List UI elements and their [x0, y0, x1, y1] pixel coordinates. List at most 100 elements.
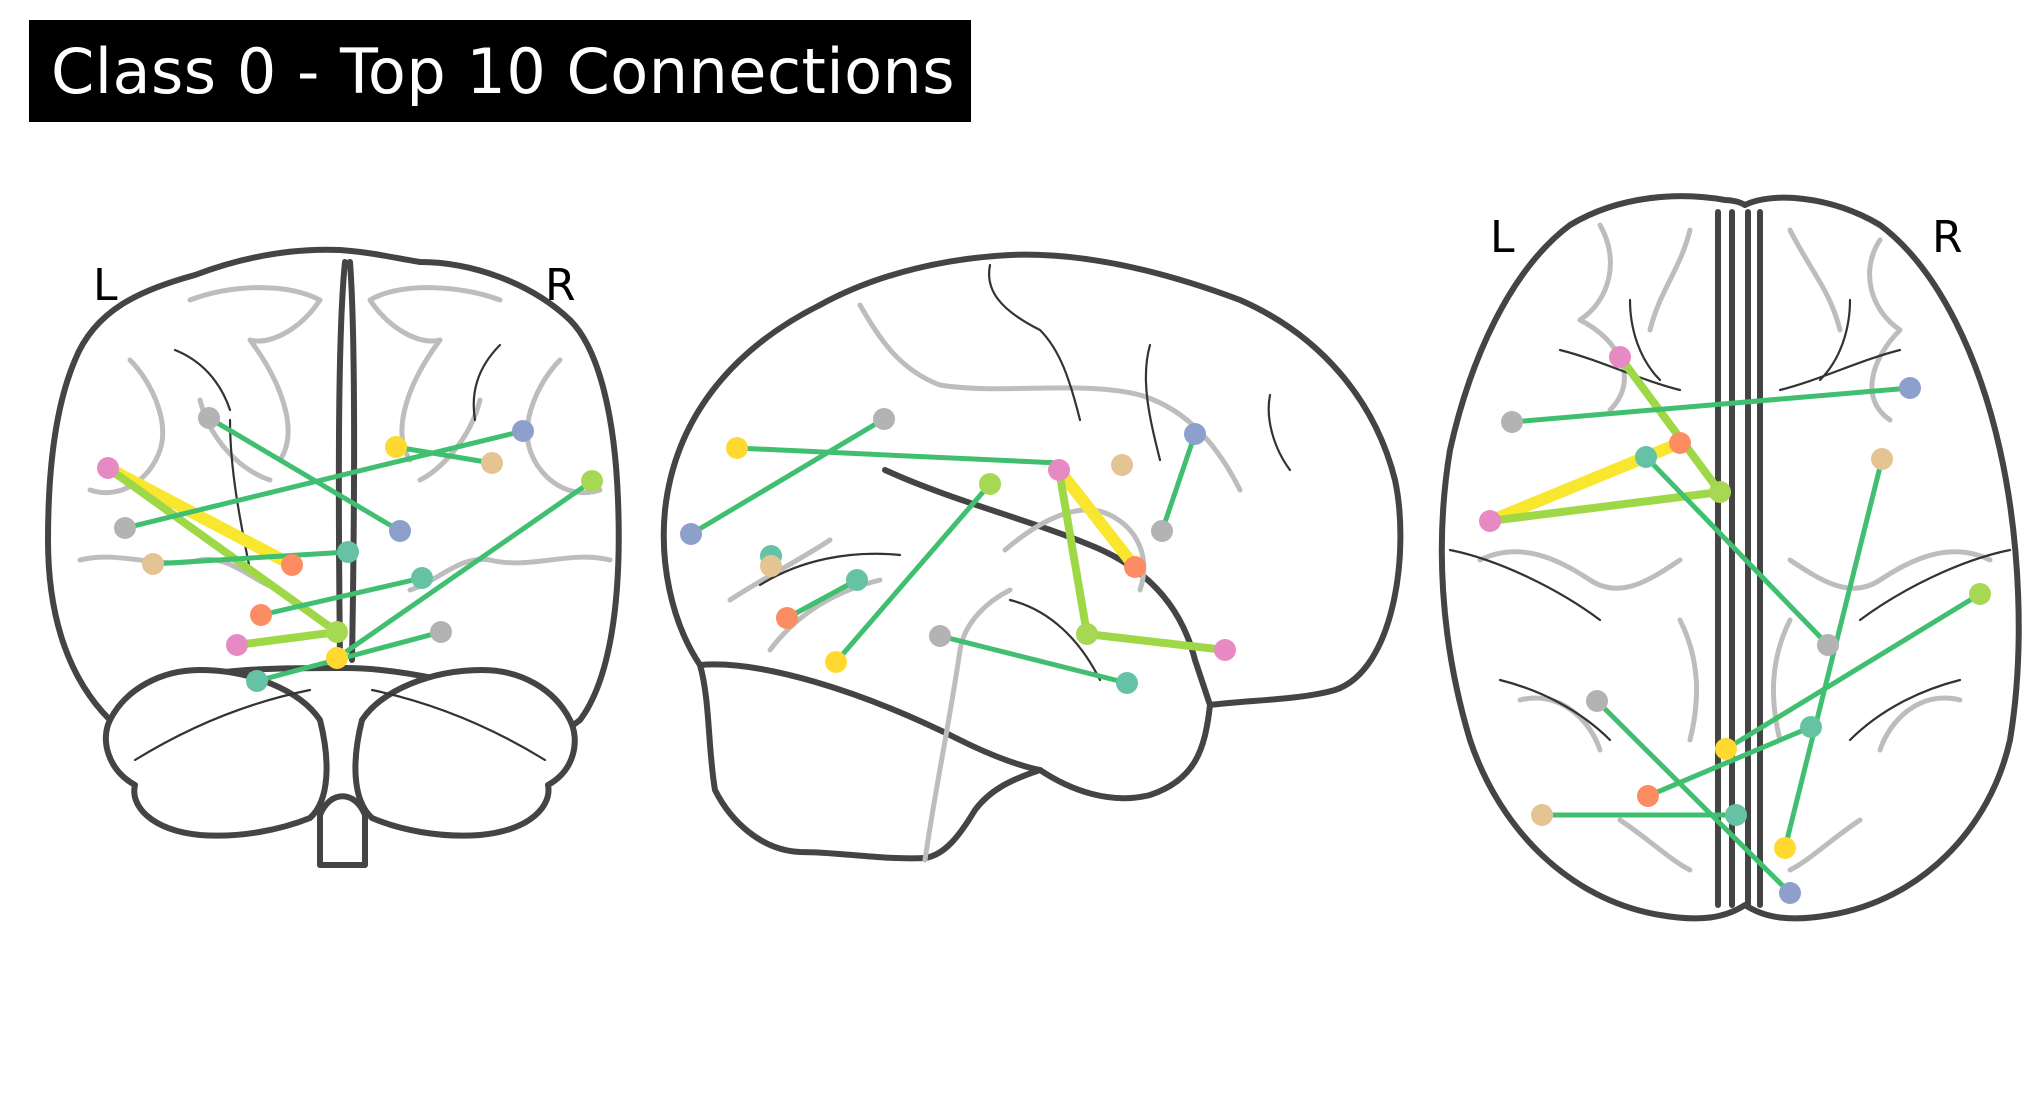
node [1124, 556, 1146, 578]
axial-edges [1484, 353, 1983, 896]
node [1779, 882, 1801, 904]
node [114, 517, 136, 539]
node [680, 523, 702, 545]
node [1048, 459, 1070, 481]
node [726, 437, 748, 459]
node [430, 621, 452, 643]
sagittal-view [660, 251, 1404, 863]
coronal-cerebellum-right [352, 667, 578, 839]
edge [1159, 431, 1198, 534]
coronal-left-label: L [93, 260, 118, 311]
coronal-fissures [173, 343, 502, 572]
edge [1594, 698, 1793, 896]
node [776, 607, 798, 629]
sagittal-lateral-sulcus [882, 467, 1213, 708]
edge [233, 628, 341, 649]
node [246, 670, 268, 692]
edge [334, 478, 595, 661]
node [760, 555, 782, 577]
axial-fissures [1448, 298, 2012, 742]
node [1899, 377, 1921, 399]
node [1969, 583, 1991, 605]
coronal-brainstem [317, 793, 368, 868]
node [1817, 634, 1839, 656]
coronal-edges [102, 415, 595, 684]
node [846, 569, 868, 591]
node [512, 420, 534, 442]
edge [734, 445, 1062, 466]
node [979, 473, 1001, 495]
coronal-nodes [97, 407, 603, 692]
node [1586, 690, 1608, 712]
edge [1643, 454, 1831, 648]
edge [393, 444, 495, 466]
node [1715, 738, 1737, 760]
edge [1055, 466, 1091, 638]
edge [1053, 464, 1141, 573]
edge [688, 416, 887, 537]
axial-right-label: R [1932, 212, 1963, 263]
edge [937, 633, 1130, 686]
axial-midline [1715, 209, 1763, 908]
node [142, 553, 164, 575]
edge [1616, 353, 1724, 496]
node [385, 436, 407, 458]
node [326, 647, 348, 669]
edge [150, 549, 351, 567]
node [1635, 446, 1657, 468]
node [873, 408, 895, 430]
coronal-cerebellum-left [102, 667, 330, 839]
node [411, 567, 433, 589]
edge [258, 575, 425, 618]
edge [206, 415, 403, 534]
node [1637, 785, 1659, 807]
node [1709, 481, 1731, 503]
sagittal-edges [688, 416, 1229, 686]
coronal-cerebellum-fold [133, 688, 547, 762]
coronal-midline [335, 259, 358, 663]
coronal-right-label: R [545, 260, 576, 311]
edge [102, 462, 298, 571]
node [1669, 432, 1691, 454]
node [198, 407, 220, 429]
node [1725, 804, 1747, 826]
edge [1645, 724, 1814, 799]
node [326, 621, 348, 643]
edge [784, 577, 860, 621]
node [929, 625, 951, 647]
node [1774, 837, 1796, 859]
node [1501, 411, 1523, 433]
node [1111, 454, 1133, 476]
sagittal-temporal-boundary [697, 661, 1043, 773]
node [1076, 623, 1098, 645]
node [1531, 804, 1553, 826]
node [825, 651, 847, 673]
node [1479, 510, 1501, 532]
node [250, 604, 272, 626]
node [281, 554, 303, 576]
node [1609, 346, 1631, 368]
node [389, 520, 411, 542]
node [97, 457, 119, 479]
sagittal-fissures [758, 263, 1292, 682]
edge [122, 428, 526, 531]
node [1800, 716, 1822, 738]
sagittal-brain-outline [660, 251, 1404, 862]
node [1184, 423, 1206, 445]
node [481, 452, 503, 474]
node [1151, 520, 1173, 542]
node [337, 541, 359, 563]
node [1871, 448, 1893, 470]
axial-view: L R [1438, 193, 2022, 922]
sagittal-nodes [680, 408, 1236, 694]
axial-left-label: L [1490, 212, 1515, 263]
edge [1083, 630, 1229, 654]
edge [254, 629, 444, 684]
node [1116, 672, 1138, 694]
title-box: Class 0 - Top 10 Connections [29, 20, 971, 122]
coronal-view: L R [45, 246, 622, 868]
node [581, 470, 603, 492]
figure-title: Class 0 - Top 10 Connections [51, 34, 956, 108]
edge [833, 481, 993, 665]
